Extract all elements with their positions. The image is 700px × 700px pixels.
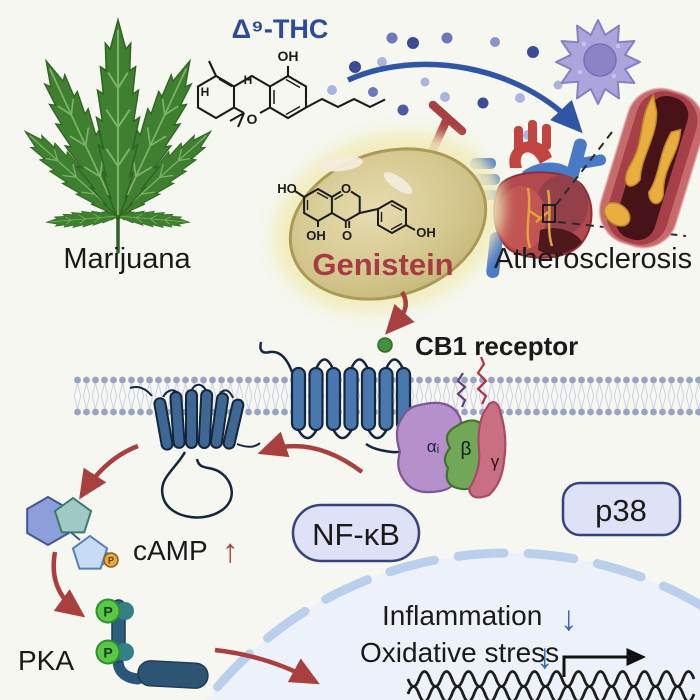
marijuana-label: Marijuana — [63, 243, 191, 275]
atherosclerotic-vessel — [598, 87, 700, 249]
ligand-dot — [377, 337, 393, 353]
camp-phosphate-label: P — [108, 556, 114, 566]
marijuana-leaf — [15, 19, 221, 254]
genistein-ohright-label: OH — [416, 225, 436, 240]
thc-h1-label: H — [244, 73, 253, 87]
g-gamma-lipid-anchor — [476, 356, 488, 405]
g-gamma-label: γ — [491, 452, 500, 471]
immune-cell-nucleus — [583, 43, 617, 77]
pka-label: PKA — [18, 645, 74, 676]
thc-structure: OH O H H — [196, 48, 386, 128]
genistein-ocarbonyl-label: O — [342, 228, 352, 243]
thc-o-label: O — [247, 111, 258, 127]
transcription-arrow-icon — [562, 648, 646, 677]
cb1-receptor-label: CB1 receptor — [415, 331, 578, 361]
thc-oh-label: OH — [278, 48, 299, 64]
nuclear-envelope — [201, 548, 700, 700]
g-protein-complex: αᵢ β γ — [395, 356, 507, 499]
genistein-soybean — [272, 130, 504, 314]
thc-to-atherosclerosis-arrow — [346, 61, 583, 134]
internalization-arrow — [257, 431, 364, 474]
p38-pill: p38 — [561, 481, 682, 537]
p38-label: p38 — [595, 493, 647, 528]
nucleus — [201, 548, 700, 700]
genistein-ho-label: HO — [277, 181, 297, 196]
zoom-connector-lines — [555, 131, 687, 237]
plaque — [603, 93, 682, 227]
genistein-structure: HO O OH O OH — [277, 181, 436, 243]
inflammation-decrease-arrow-icon: ↓ — [560, 599, 578, 638]
g-alpha-lipid-anchor — [456, 372, 467, 408]
heart — [470, 120, 607, 279]
camp-to-pka-arrow — [51, 551, 86, 618]
g-gamma-subunit — [467, 401, 507, 499]
genistein-ohleft-label: OH — [306, 228, 326, 243]
oxidative-decrease-arrow-icon: ↓ — [536, 637, 554, 676]
genistein-label: Genistein — [312, 247, 453, 282]
thc-title: Δ⁹-THC — [232, 14, 329, 44]
g-beta-label: β — [461, 439, 472, 460]
genistein-oring-label: O — [341, 181, 351, 196]
oxidative-stress-label: Oxidative stress — [360, 637, 559, 668]
pka-to-gene-arrow — [214, 647, 320, 685]
thc-molecule-dots — [327, 32, 563, 140]
inflammation-label: Inflammation — [382, 600, 542, 631]
heart-zoom-box — [542, 204, 556, 223]
nucleus-body — [206, 553, 700, 700]
pka-phosphate1-label: P — [103, 604, 112, 620]
nfkb-label: NF-κB — [312, 517, 400, 552]
pka-protein: P P — [95, 598, 209, 689]
g-alpha-label: αᵢ — [427, 437, 440, 456]
camp-molecule: P — [26, 495, 119, 570]
immune-cell — [555, 19, 641, 105]
nfkb-pill: NF-κB — [291, 503, 421, 563]
genistein-to-cb1-arrow — [384, 290, 415, 335]
cb1-receptor-protein — [259, 341, 412, 454]
thc-h2-label: H — [201, 85, 210, 99]
camp-increase-arrow-icon: ↑ — [222, 532, 239, 569]
atherosclerosis-label: Atherosclerosis — [494, 243, 692, 275]
vessel-lumen — [615, 95, 689, 241]
pka-phosphate2-label: P — [103, 645, 112, 661]
dna-helix — [406, 670, 696, 700]
internalized-receptor — [129, 383, 261, 519]
camp-label: cAMP — [133, 535, 208, 566]
receptor-to-camp-arrow — [79, 443, 139, 500]
